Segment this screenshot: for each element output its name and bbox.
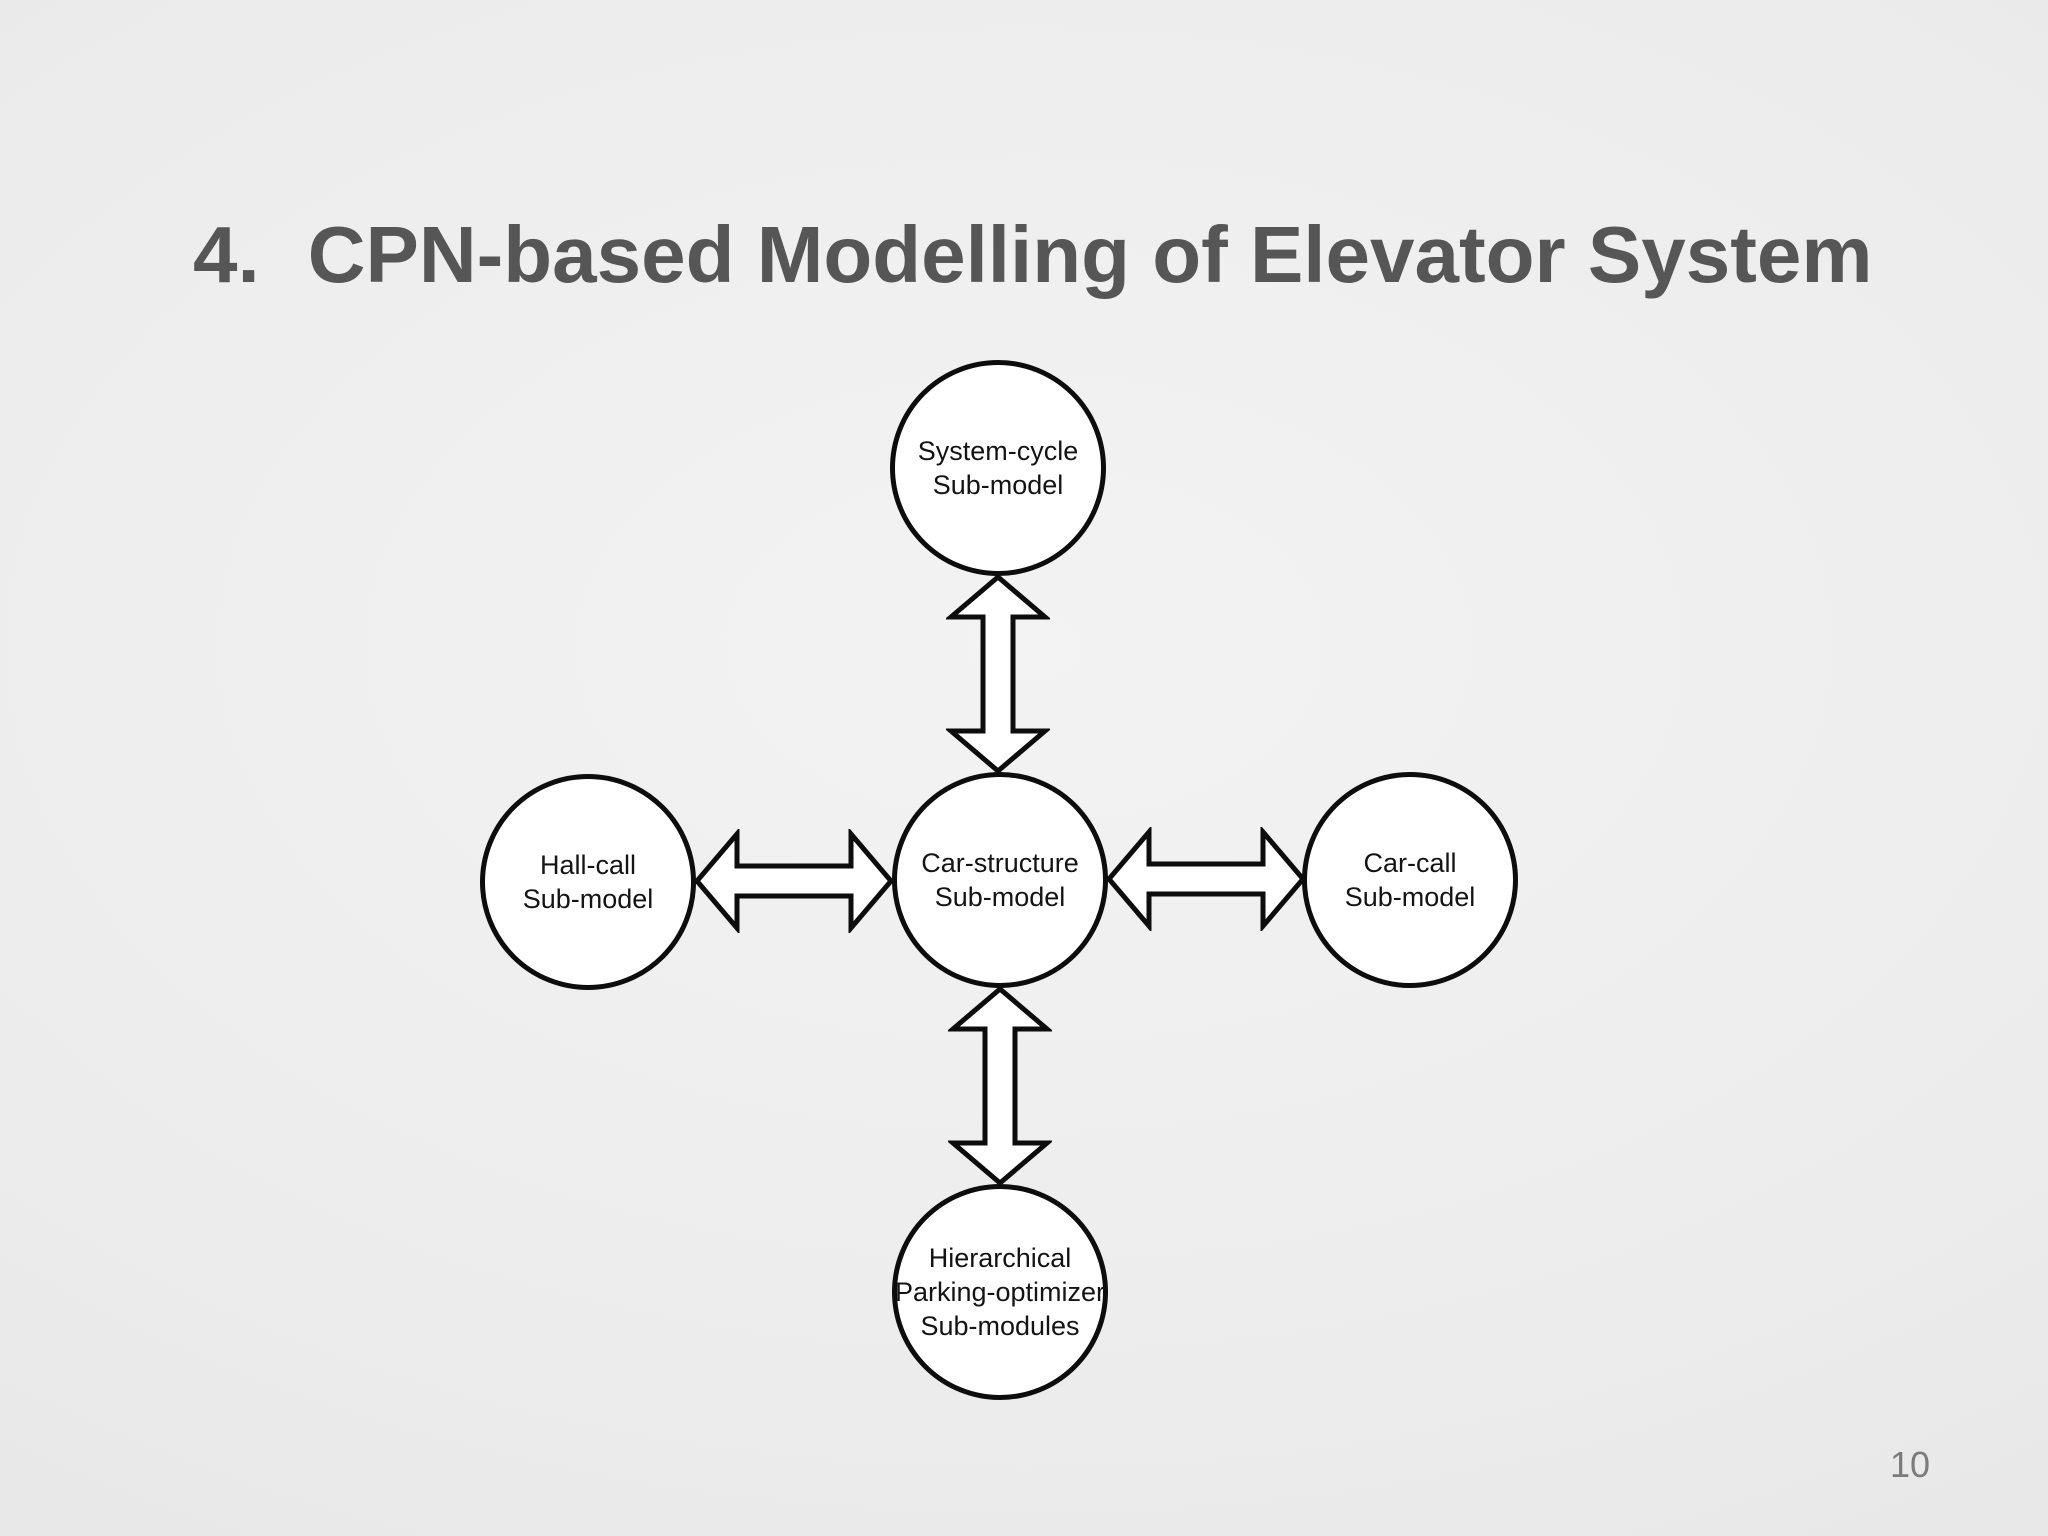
double-arrow-vertical-top-icon (946, 574, 1050, 774)
node-car-structure-submodel: Car-structure Sub-model (892, 772, 1108, 988)
node-label-line: System-cycle (917, 436, 1079, 466)
double-arrow-horizontal-right-icon (1106, 827, 1306, 931)
node-car-call-submodel: Car-call Sub-model (1302, 772, 1518, 988)
slide-page-number: 10 (1890, 1444, 1931, 1485)
slide-title-number: 4. (193, 209, 260, 299)
node-label-line: Car-structure (921, 848, 1079, 878)
node-label-line: Sub-model (932, 470, 1064, 500)
node-hall-call-submodel: Hall-call Sub-model (480, 774, 696, 990)
node-label-line: Sub-model (522, 884, 654, 914)
node-hierarchical-parking-optimizer-submodules: Hierarchical Parking-optimizer Sub-modul… (892, 1184, 1108, 1400)
node-label-line: Sub-modules (920, 1311, 1080, 1341)
node-label-line: Parking-optimizer (894, 1277, 1106, 1307)
double-arrow-horizontal-left-icon (694, 829, 894, 933)
node-label-line: Car-call (1363, 848, 1457, 878)
slide-title: 4. CPN-based Modelling of Elevator System (193, 207, 1872, 303)
node-label-line: Sub-model (1344, 882, 1476, 912)
slide-title-text: CPN-based Modelling of Elevator System (307, 209, 1873, 299)
node-label-line: Sub-model (934, 882, 1066, 912)
node-system-cycle-submodel: System-cycle Sub-model (890, 360, 1106, 576)
node-label-line: Hall-call (539, 850, 637, 880)
double-arrow-vertical-bottom-icon (948, 986, 1052, 1186)
node-label-line: Hierarchical (928, 1243, 1072, 1273)
